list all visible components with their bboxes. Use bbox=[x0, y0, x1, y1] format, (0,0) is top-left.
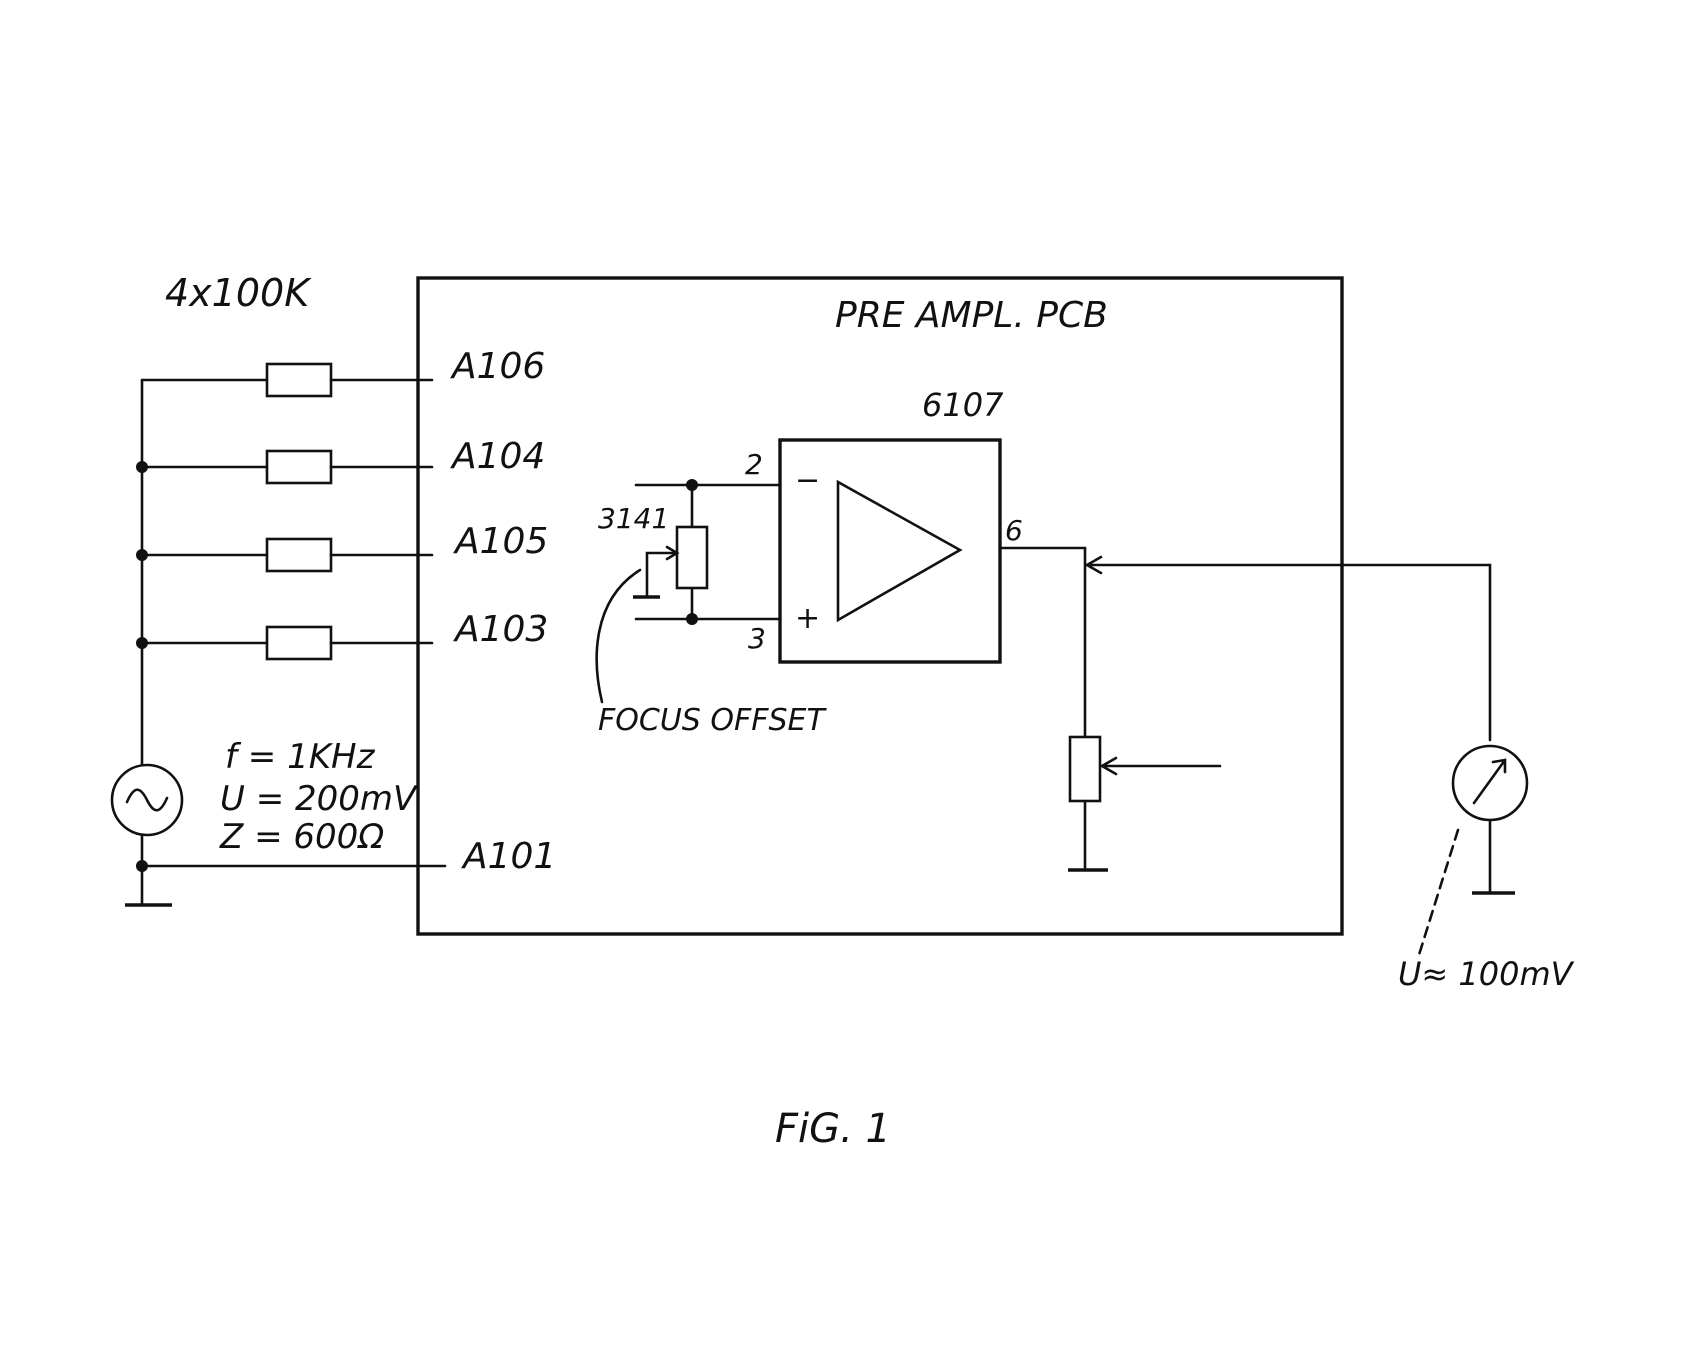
junction-dot bbox=[136, 860, 148, 872]
offset-potentiometer bbox=[675, 525, 709, 590]
resistor-r2 bbox=[265, 449, 333, 485]
pin-label-a106: A106 bbox=[450, 346, 545, 387]
meter-reading: U≈ 100mV bbox=[1398, 955, 1575, 993]
opamp-plus-sign: + bbox=[795, 601, 820, 636]
figure-caption: FiG. 1 bbox=[775, 1106, 891, 1152]
input-row-a105 bbox=[136, 537, 434, 573]
source-frequency: f = 1KHz bbox=[225, 737, 376, 777]
meter-tap-wire bbox=[1084, 555, 1492, 742]
pin-label-a104: A104 bbox=[450, 436, 545, 477]
sine-wave-icon bbox=[125, 788, 169, 812]
opamp-minus-sign: − bbox=[795, 463, 820, 498]
resistor-r4 bbox=[265, 625, 333, 661]
source-impedance: Z = 600Ω bbox=[219, 817, 384, 857]
pcb-title: PRE AMPL. PCB bbox=[835, 295, 1108, 336]
junction-dot bbox=[136, 549, 148, 561]
input-row-a104 bbox=[136, 449, 434, 485]
resistor-array-label: 4x100K bbox=[165, 271, 312, 315]
opamp-triangle-icon bbox=[836, 479, 963, 623]
source-voltage: U = 200mV bbox=[220, 779, 419, 819]
pcb-outline bbox=[416, 276, 1344, 936]
junction-dot bbox=[136, 461, 148, 473]
voltmeter bbox=[1451, 744, 1529, 822]
junction-dot bbox=[686, 479, 698, 491]
meter-needle-icon bbox=[1472, 758, 1507, 805]
offset-pointer-line bbox=[595, 568, 642, 704]
resistor-r3 bbox=[265, 537, 333, 573]
junction-dot bbox=[136, 637, 148, 649]
meter-pointer-dashed bbox=[1416, 828, 1460, 960]
focus-offset-note: FOCUS OFFSET bbox=[598, 703, 827, 738]
opamp-block bbox=[778, 438, 1002, 664]
ac-source bbox=[110, 763, 184, 837]
pin-label-a103: A103 bbox=[453, 609, 548, 650]
adjust-arrow-icon bbox=[1099, 756, 1222, 776]
junction-dot bbox=[686, 613, 698, 625]
opamp-pin-3: 3 bbox=[748, 622, 766, 655]
pin-label-a105: A105 bbox=[453, 521, 548, 562]
input-row-a106 bbox=[140, 362, 434, 398]
input-row-a103 bbox=[136, 625, 434, 661]
pin-label-a101: A101 bbox=[461, 836, 556, 877]
opamp-pin-6: 6 bbox=[1005, 514, 1023, 547]
resistor-r1 bbox=[265, 362, 333, 398]
opamp-pin-2: 2 bbox=[745, 448, 763, 481]
offset-wiper-arrow bbox=[645, 545, 680, 597]
opamp-label: 6107 bbox=[922, 386, 1004, 424]
offset-pot-label: 3141 bbox=[598, 502, 669, 535]
output-potentiometer bbox=[1068, 735, 1102, 803]
